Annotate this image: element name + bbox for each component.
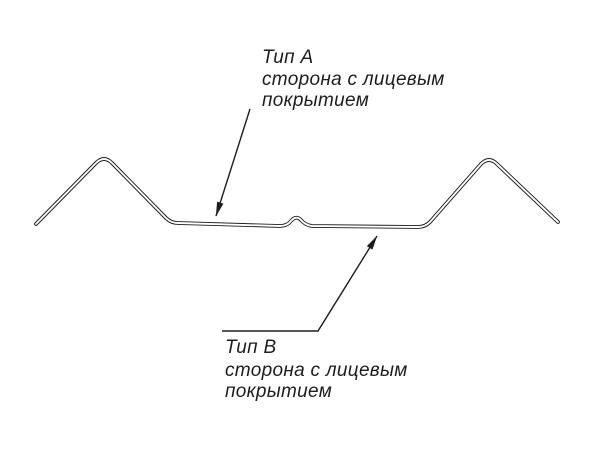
type-b-line2: покрытием [225, 381, 332, 402]
leader-line-type-a [215, 108, 251, 217]
type-a-line2: покрытием [262, 90, 369, 111]
type-a-line1: сторона с лицевым [262, 69, 445, 90]
type-b-line1: сторона с лицевым [225, 360, 408, 381]
type-b-title: Тип В [225, 337, 276, 358]
type-a-title: Тип А [262, 47, 313, 68]
profile-outline-outer [34, 157, 560, 229]
profile-outline-inner [35, 158, 559, 228]
leader-line-type-b [222, 235, 378, 332]
